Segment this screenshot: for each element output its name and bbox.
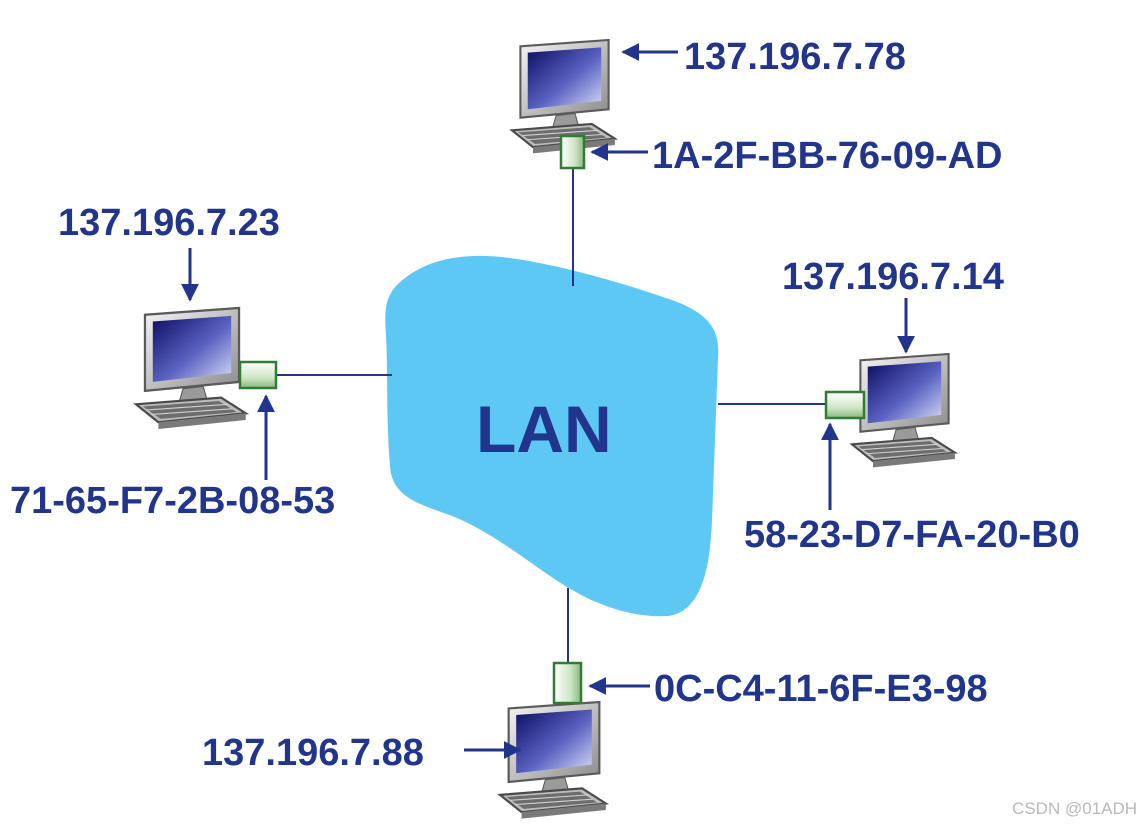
adapter-bottom-icon — [552, 661, 583, 705]
bottom-host-ip: 137.196.7.88 — [202, 732, 424, 774]
lan-cloud — [385, 255, 719, 617]
watermark: CSDN @01ADH — [1012, 799, 1137, 818]
computer-right-icon — [850, 352, 956, 469]
right-host-mac: 58-23-D7-FA-20-B0 — [744, 514, 1080, 556]
adapter-right-icon — [824, 390, 866, 420]
computer-left-icon — [134, 306, 247, 431]
adapter-left-icon — [238, 360, 278, 390]
left-host-ip: 137.196.7.23 — [58, 202, 280, 244]
adapter-top-icon — [559, 134, 586, 170]
top-host-mac: 1A-2F-BB-76-09-AD — [652, 135, 1003, 177]
computer-bottom-icon — [498, 700, 607, 820]
top-host-ip: 137.196.7.78 — [684, 36, 906, 78]
bottom-host-mac: 0C-C4-11-6F-E3-98 — [654, 668, 988, 710]
left-host-mac: 71-65-F7-2B-08-53 — [10, 480, 336, 522]
right-host-ip: 137.196.7.14 — [782, 256, 1004, 298]
lan-label: LAN — [476, 392, 612, 466]
